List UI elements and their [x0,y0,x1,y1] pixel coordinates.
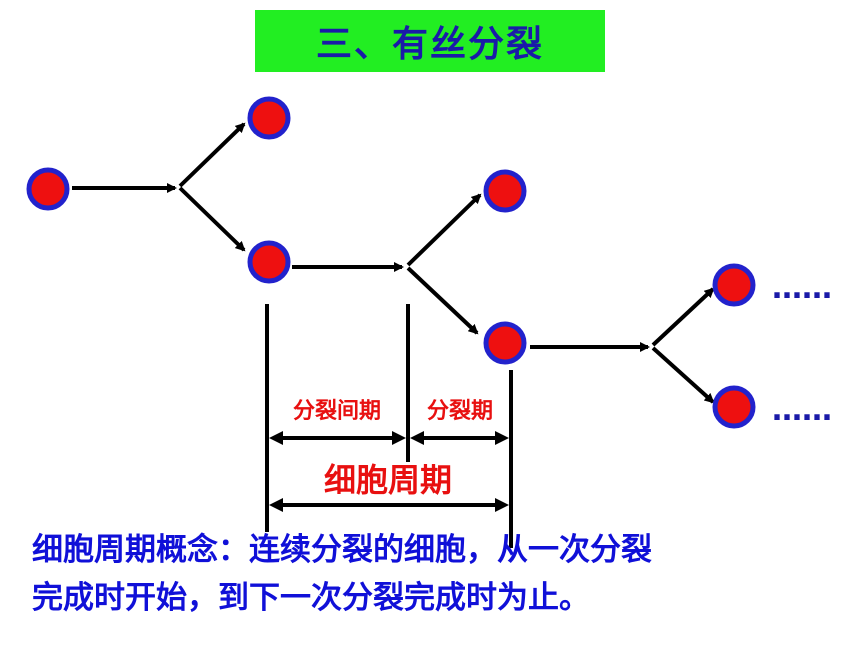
cell-4 [483,169,527,213]
division-arrows [72,122,715,404]
phase-spans [269,431,509,512]
arrow-2b [178,186,246,252]
concept-text: 细胞周期概念：连续分裂的细胞，从一次分裂 完成时开始，到下一次分裂完成时为止。 [32,526,832,622]
cell-1 [26,167,70,211]
arrow-6b [651,346,715,404]
ellipsis-lower: …… [772,393,832,428]
concept-line-1: 细胞周期概念：连续分裂的细胞，从一次分裂 [32,532,652,568]
label-division-phase: 分裂期 [427,399,493,424]
cell-6 [712,263,756,307]
concept-line-2: 完成时开始，到下一次分裂完成时为止。 [32,580,590,616]
label-cell-cycle: 细胞周期 [324,461,452,499]
arrow-2a [178,122,246,188]
cell-7 [712,385,756,429]
label-interphase: 分裂间期 [293,399,381,424]
phase-boundaries [265,304,513,548]
page-title: 三、有丝分裂 [315,24,544,65]
arrow-4b [406,266,479,335]
cell-2 [247,96,291,140]
cells [26,96,756,429]
arrow-6a [651,287,715,347]
ellipsis-upper: …… [772,271,832,306]
title-banner: 三、有丝分裂 [255,10,605,72]
cell-5 [483,321,527,365]
cell-3 [247,240,291,284]
arrow-4a [406,193,482,267]
